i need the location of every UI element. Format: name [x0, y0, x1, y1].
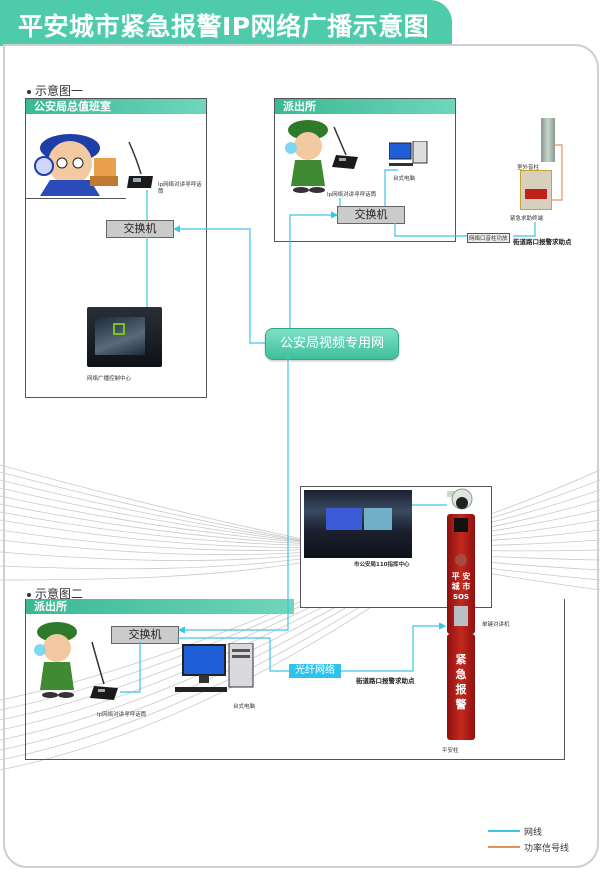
pillar-top-text: 平 安城 市 SOS [447, 572, 475, 602]
bullet-icon [27, 592, 31, 597]
desktop-pc-station1 [389, 141, 431, 171]
pillar-char: 报 [455, 683, 467, 696]
station1-pc-label: 台式电脑 [393, 176, 416, 182]
pillar-char: 平 [451, 572, 460, 581]
station1-switch: 交换机 [337, 206, 405, 224]
legend-network-line-label: 网线 [524, 828, 543, 838]
speaker-amp-label: 网络口音柱功放 [467, 233, 510, 243]
police-mascot-station2 [32, 620, 82, 700]
one-key-intercom-button [454, 606, 468, 626]
hq-mic-label: Ip网络对讲寻呼话筒 [158, 182, 202, 195]
terminal-label: 紧急求助终端 [510, 216, 544, 222]
section-label-diagram2: 示意图二 [27, 585, 83, 602]
fiber-network-label: 光纤网络 [289, 664, 341, 678]
ptz-camera-icon [447, 485, 475, 513]
pillar-char: 安 [462, 572, 471, 581]
pillar-char: 市 [462, 582, 471, 591]
command-center-photo [304, 490, 412, 558]
pillar-char: 警 [455, 698, 467, 711]
section-label-text: 示意图一 [35, 84, 84, 98]
hq-switch: 交换机 [106, 220, 174, 238]
intercom-microphone-station2 [90, 640, 120, 702]
legend-network-line-swatch [488, 830, 520, 832]
pillar-speaker-grille [455, 554, 467, 566]
hq-box-title: 公安局总值班室 [26, 99, 206, 114]
broadcast-control-server [87, 307, 162, 367]
intercom-microphone-hq [125, 140, 155, 190]
pillar-camera-window [454, 518, 468, 532]
station1-box-title: 派出所 [275, 99, 455, 114]
desktop-pc-station2 [175, 643, 265, 695]
terminal-display [525, 189, 547, 199]
police-mascot-hq [30, 118, 120, 198]
video-wall-right [364, 508, 392, 530]
station2-box-title: 派出所 [26, 599, 294, 614]
safety-pillar-top: 平 安城 市 SOS [447, 514, 475, 634]
station1-mic-label: Ip网络对讲寻呼话筒 [327, 192, 377, 198]
section-label-diagram1: 示意图一 [27, 82, 83, 99]
outdoor-speaker-column [541, 118, 555, 162]
station2-mic-label: Ip网络对讲寻呼话筒 [97, 712, 147, 718]
police-mascot-station1 [283, 118, 333, 193]
safety-pillar-bottom: 紧急报警 [447, 634, 475, 740]
server-label: 网络广播控制中心 [87, 376, 132, 382]
bullet-icon [27, 89, 31, 94]
legend-power-line-label: 功率信号线 [524, 844, 570, 854]
pillar-label: 平安柱 [442, 748, 459, 754]
pillar-sos: SOS [452, 593, 470, 601]
diagram-frame [3, 44, 599, 868]
street-point-label-1: 街道路口报警求助点 [513, 238, 572, 246]
pillar-main-text: 紧急报警 [447, 652, 475, 712]
desk-line [26, 198, 126, 199]
street-point-label-2: 街道路口报警求助点 [356, 677, 415, 685]
police-video-network: 公安局视频专用网 [265, 328, 399, 360]
page-title: 平安城市紧急报警IP网络广播示意图 [18, 12, 430, 41]
command-center-label: 市公安局110指挥中心 [354, 562, 410, 568]
intercom-label: 单键对讲机 [482, 622, 510, 628]
title-banner: 平安城市紧急报警IP网络广播示意图 [0, 0, 452, 46]
pillar-char: 紧 [455, 653, 467, 666]
pillar-char: 急 [455, 668, 467, 681]
station2-switch: 交换机 [111, 626, 179, 644]
station2-pc-label: 台式电脑 [233, 704, 256, 710]
video-wall-left [326, 508, 362, 530]
legend-power-line-swatch [488, 846, 520, 848]
intercom-microphone-station1 [330, 125, 360, 170]
emergency-help-terminal [520, 170, 552, 210]
speaker-label: 室外音柱 [517, 165, 540, 171]
section-label-text: 示意图二 [35, 587, 84, 601]
server-logo-icon [113, 323, 125, 335]
pillar-char: 城 [451, 582, 460, 591]
